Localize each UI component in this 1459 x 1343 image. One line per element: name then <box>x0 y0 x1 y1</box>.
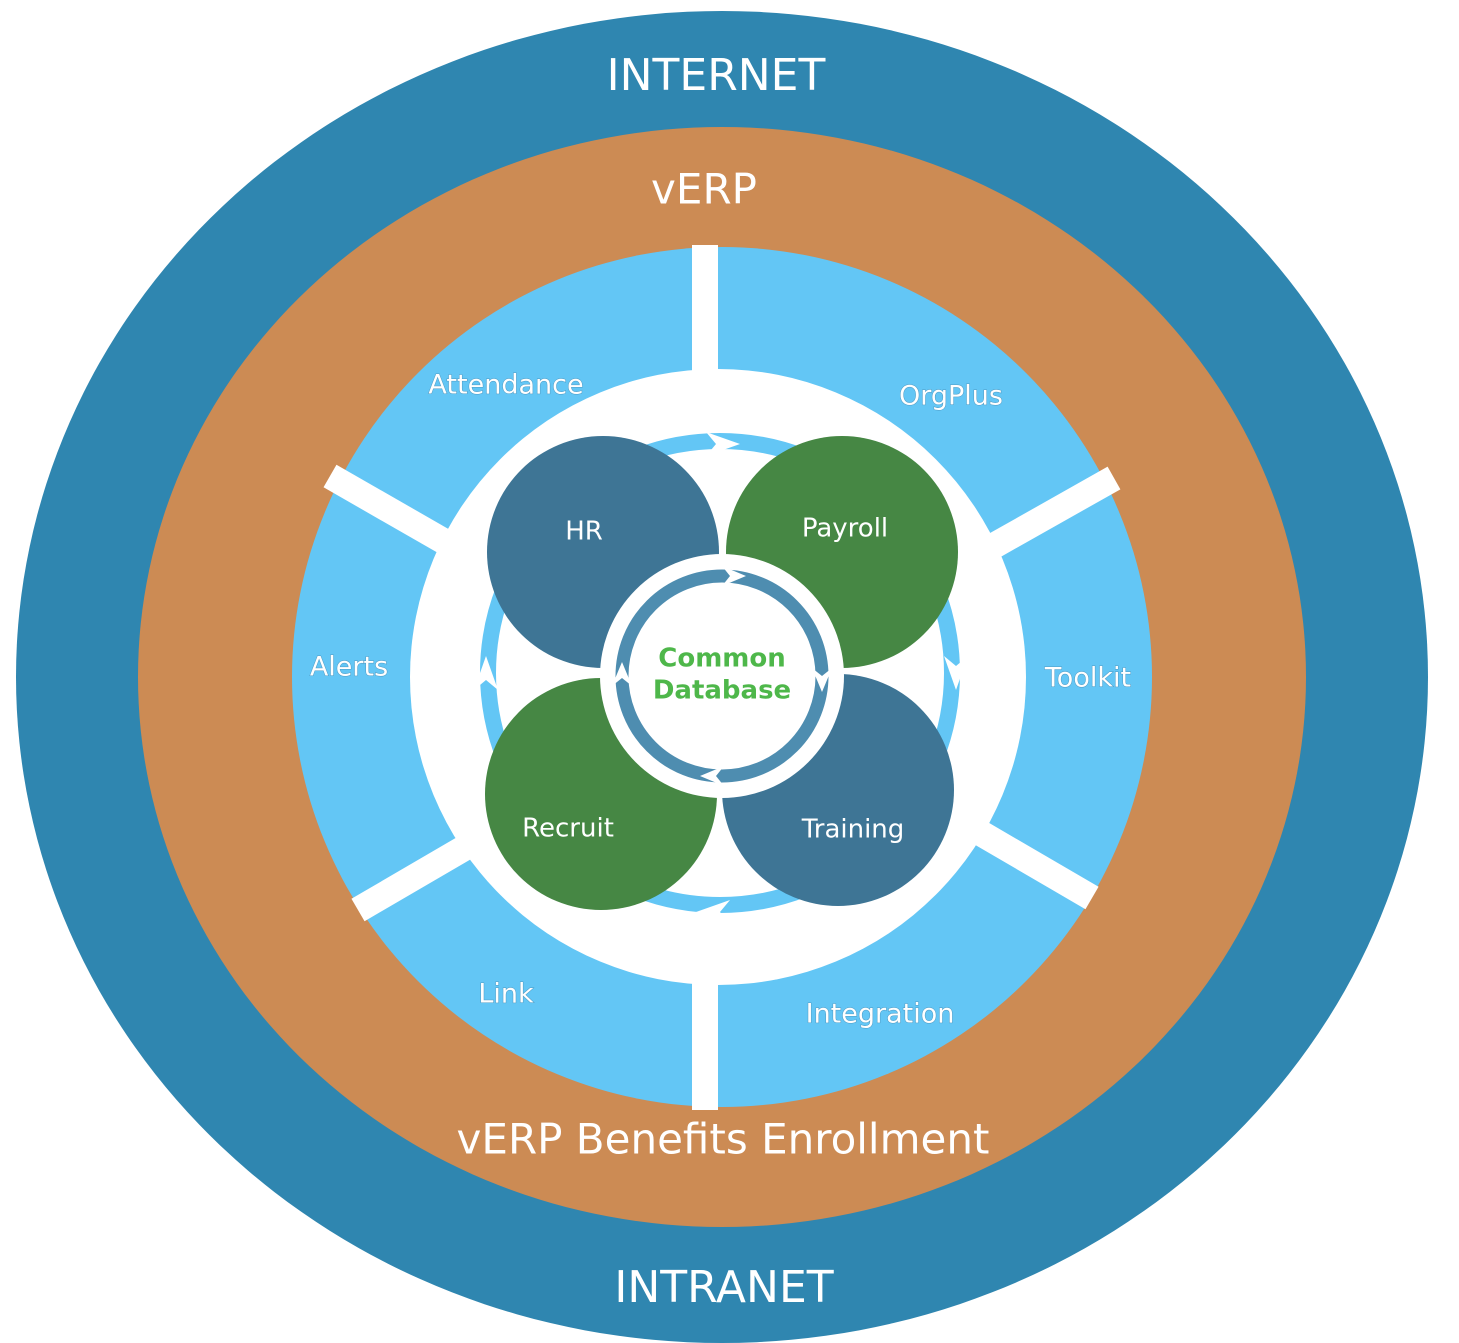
module-link[interactable]: Link <box>478 978 535 1010</box>
cycle-arrow-right <box>944 656 968 690</box>
module-alerts[interactable]: Alerts <box>309 651 388 683</box>
core-label-line2: Database <box>653 676 791 706</box>
cycle-arrow-left <box>474 656 498 690</box>
core-arrow-top <box>722 566 746 586</box>
cycle-arrow-bottom <box>696 900 730 924</box>
cycle-arrow-top <box>706 432 740 456</box>
module-separators <box>323 245 1121 1110</box>
module-toolkit[interactable]: Toolkit <box>1043 662 1131 694</box>
separator-lower-left <box>351 828 485 922</box>
petal-recruit-label: Recruit <box>522 814 614 844</box>
separator-lower-right <box>965 816 1099 910</box>
separator-upper-right <box>983 466 1121 560</box>
internet-label: INTERNET <box>607 50 826 101</box>
core-white-disk <box>600 554 844 798</box>
petal-hr-label: HR <box>565 517 603 547</box>
module-orgplus[interactable]: OrgPlus <box>899 380 1004 412</box>
separator-bottom <box>692 975 718 1110</box>
separator-upper-left <box>323 464 459 558</box>
module-integration[interactable]: Integration <box>805 998 955 1030</box>
core-label-line1: Common <box>658 644 786 674</box>
core-arrows <box>612 566 832 786</box>
core-arrow-bottom <box>700 766 724 786</box>
benefits-enrollment-label: vERP Benefits Enrollment <box>457 1115 990 1164</box>
petal-payroll-label: Payroll <box>802 514 888 544</box>
cycle-arrows <box>474 432 968 924</box>
module-attendance[interactable]: Attendance <box>428 369 584 401</box>
petal-training-label: Training <box>801 815 905 845</box>
core-arrow-left <box>612 662 632 686</box>
verp-label: vERP <box>651 165 757 214</box>
separator-top <box>692 245 718 380</box>
intranet-label: INTRANET <box>614 1262 833 1313</box>
core-arrow-right <box>812 668 832 692</box>
